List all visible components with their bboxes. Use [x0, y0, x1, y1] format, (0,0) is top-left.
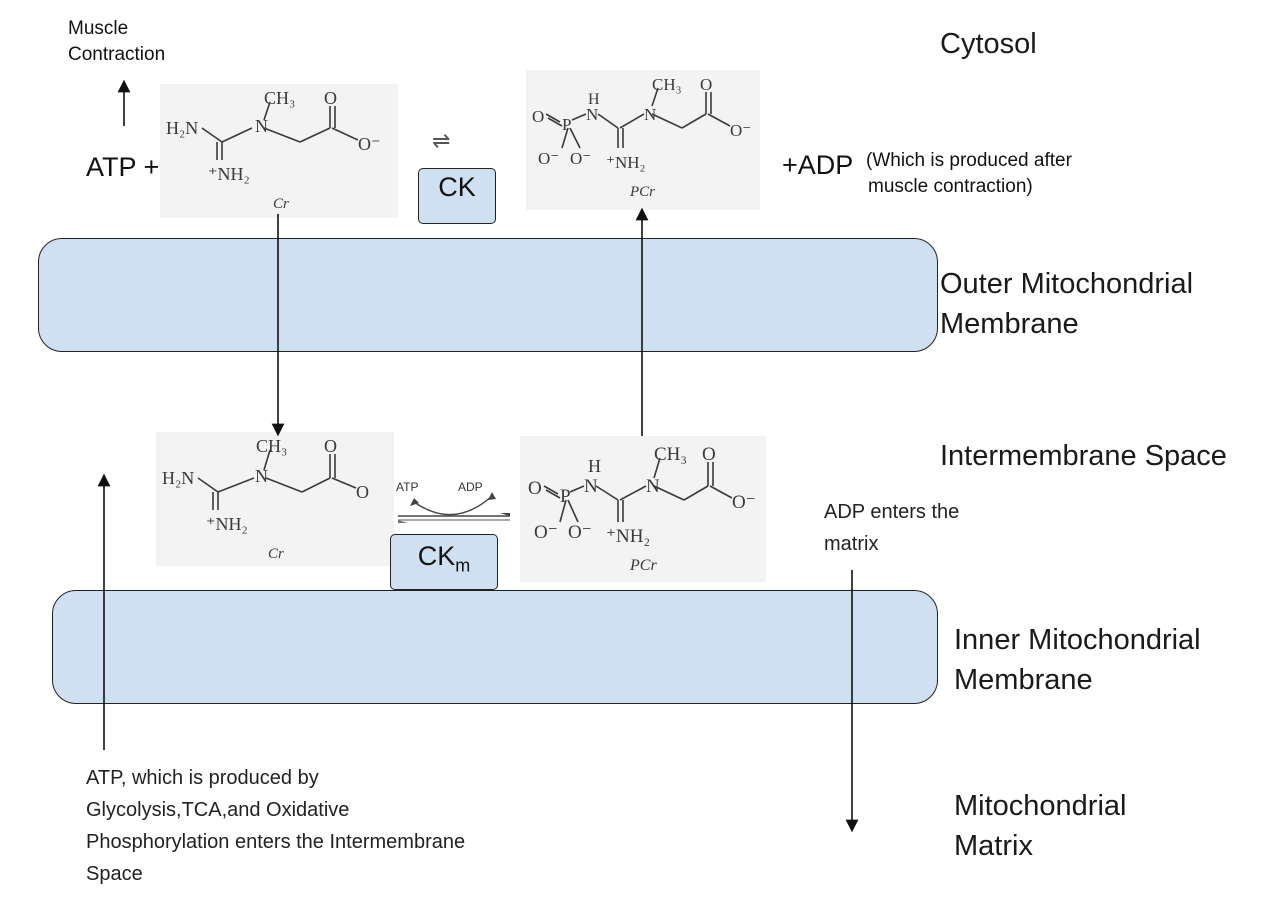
- ims-pcr-o: O: [528, 478, 542, 499]
- cytosol-pcr-ch3: CH₃: [652, 75, 682, 94]
- ckm-enzyme-sub: m: [455, 555, 471, 576]
- cytosol-cr-label: Cr: [273, 196, 289, 212]
- ims-pcr-o-minus-3: O⁻: [568, 522, 592, 543]
- cytosol-cr-nh2: ⁺NH₂: [208, 164, 250, 184]
- cytosol-cr-n: N: [255, 116, 268, 136]
- cytosol-pcr-n1: N: [586, 105, 598, 124]
- ims-pcr-label: PCr: [629, 557, 657, 574]
- matrix-label-line1: Mitochondrial: [954, 790, 1127, 822]
- ims-reaction-arrows: [392, 472, 518, 532]
- muscle-label-line1: Muscle: [68, 18, 129, 39]
- ims-atp-label: ATP: [396, 480, 419, 494]
- ims-cr-label: Cr: [268, 546, 284, 562]
- cytosol-pcr-o-minus-2: O⁻: [538, 149, 559, 168]
- cytosol-pcr-n2: N: [644, 105, 656, 124]
- adp-note: (Which is produced after muscle contract…: [866, 148, 1072, 200]
- cytosol-pcr-h: H: [588, 91, 600, 108]
- inner-membrane-label-line1: Inner Mitochondrial: [954, 624, 1201, 656]
- ims-pcr-o-top: O: [702, 444, 716, 465]
- ims-pcr-p: P: [560, 486, 571, 507]
- cytosol-cr-o-minus: O⁻: [358, 134, 381, 154]
- ims-cr-n: N: [255, 466, 268, 486]
- cytosol-cr-o: O: [324, 88, 337, 108]
- ims-pcr-h: H: [588, 456, 601, 476]
- cytosol-pcr-o: O: [532, 107, 544, 126]
- atp-enters-note: ATP, which is produced by Glycolysis,TCA…: [86, 762, 465, 890]
- atp-plus-label: ATP +: [86, 152, 160, 182]
- ims-cr-o-end: O: [356, 482, 369, 502]
- cytosol-pcr-label: PCr: [629, 184, 655, 200]
- ims-cr-o: O: [324, 436, 337, 456]
- cytosol-pcr-o-minus-3: O⁻: [570, 149, 591, 168]
- ims-adp-label: ADP: [458, 480, 483, 494]
- adp-enters-line1: ADP enters the: [824, 501, 960, 523]
- outer-membrane-label: Outer Mitochondrial Membrane: [940, 264, 1193, 344]
- inner-membrane: [52, 590, 938, 704]
- ims-cr-h2n: H₂N: [162, 468, 194, 488]
- ims-pcr-o-minus: O⁻: [732, 492, 756, 513]
- ims-pcr-n2: N: [646, 476, 660, 497]
- cytosol-label: Cytosol: [940, 28, 1037, 60]
- ims-cr-ch3: CH₃: [256, 436, 287, 456]
- intermembrane-space-label: Intermembrane Space: [940, 440, 1227, 472]
- atp-enters-line3: Phosphorylation enters the Intermembrane: [86, 831, 466, 853]
- adp-enters-line2: matrix: [824, 533, 879, 555]
- adp-enters-note: ADP enters the matrix: [824, 496, 959, 560]
- matrix-label-line2: Matrix: [954, 830, 1033, 862]
- ims-pcr-nh2: ⁺NH₂: [606, 526, 650, 547]
- adp-plus-label: +ADP: [782, 150, 854, 180]
- equilibrium-icon: ⇌: [432, 128, 451, 153]
- outer-membrane: [38, 238, 938, 352]
- ckm-enzyme: CKm: [390, 534, 498, 590]
- cytosol-creatine-molecule: H₂N N CH₃ O O⁻ ⁺NH₂ Cr: [160, 84, 398, 218]
- matrix-label: Mitochondrial Matrix: [954, 786, 1126, 866]
- cytosol-pcr-nh2: ⁺NH₂: [606, 153, 645, 172]
- inner-membrane-label-line2: Membrane: [954, 664, 1093, 696]
- atp-enters-line1: ATP, which is produced by: [86, 767, 319, 789]
- cytosol-pcr-o-top: O: [700, 75, 712, 94]
- ims-creatine-molecule: H₂N N CH₃ O O ⁺NH₂ Cr: [156, 432, 394, 566]
- ims-pcr-ch3: CH₃: [654, 444, 687, 465]
- cytosol-pcr-p: P: [562, 115, 571, 134]
- cytosol-phosphocreatine-molecule: O P H N N CH₃ O O⁻ O⁻ O⁻ ⁺NH₂ PCr: [526, 70, 760, 210]
- cytosol-pcr-o-minus: O⁻: [730, 121, 751, 140]
- atp-enters-line2: Glycolysis,TCA,and Oxidative: [86, 799, 350, 821]
- ims-pcr-n1: N: [584, 476, 598, 497]
- ck-enzyme: CK: [418, 168, 496, 224]
- ims-phosphocreatine-molecule: O P H N N CH₃ O O⁻ O⁻ O⁻ ⁺NH₂ PCr: [520, 436, 766, 582]
- adp-note-line1: (Which is produced after: [866, 150, 1072, 171]
- outer-membrane-label-line2: Membrane: [940, 308, 1079, 340]
- muscle-contraction-label: Muscle Contraction: [68, 16, 165, 68]
- cytosol-cr-h2n: H₂N: [166, 118, 198, 138]
- muscle-label-line2: Contraction: [68, 44, 166, 65]
- adp-note-line2: muscle contraction): [868, 176, 1033, 197]
- outer-membrane-label-line1: Outer Mitochondrial: [940, 268, 1194, 300]
- ims-pcr-o-minus-2: O⁻: [534, 522, 558, 543]
- inner-membrane-label: Inner Mitochondrial Membrane: [954, 620, 1201, 700]
- cytosol-cr-ch3: CH₃: [264, 88, 295, 108]
- atp-enters-line4: Space: [86, 863, 143, 885]
- ckm-enzyme-base: CK: [417, 541, 456, 571]
- ims-cr-nh2: ⁺NH₂: [206, 514, 248, 534]
